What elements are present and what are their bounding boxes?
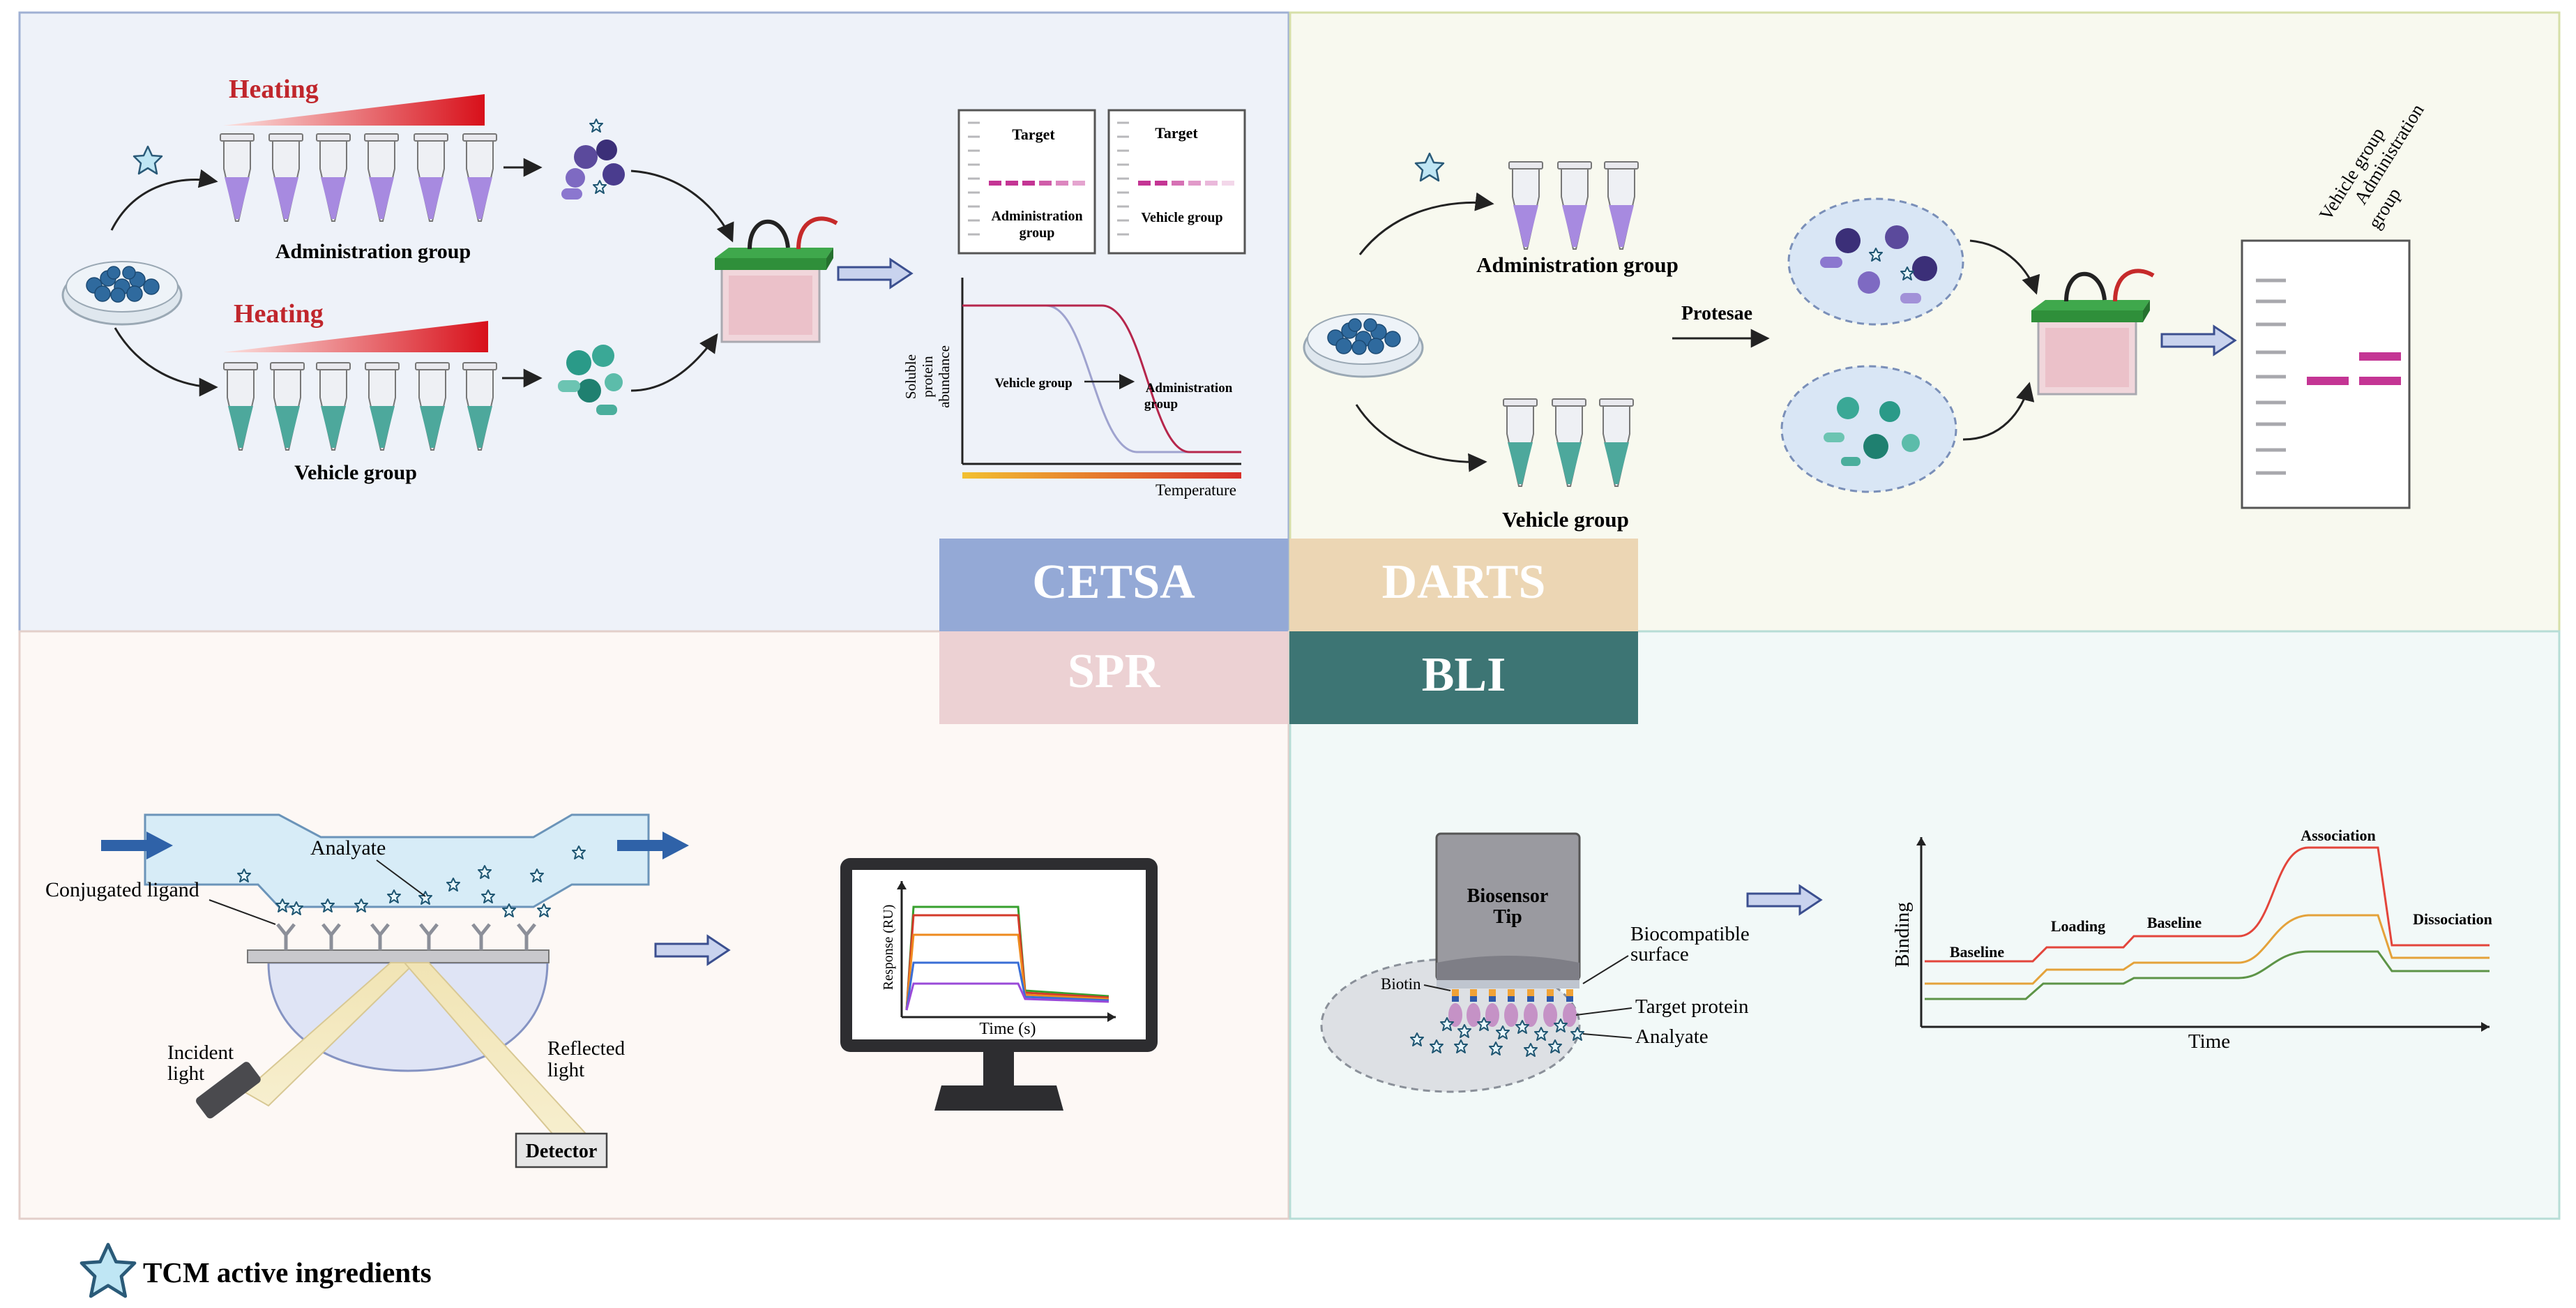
administration-curve	[962, 304, 1241, 453]
darts-admin-tubes	[1508, 161, 1639, 250]
bli-analyte-label: Analyate	[1635, 1025, 1709, 1048]
bli-curve-green	[1925, 950, 2490, 1000]
sensor-chip	[247, 949, 550, 963]
darts-vehicle-group: Vehicle group	[1502, 507, 1629, 532]
detector-box	[515, 1132, 608, 1168]
cetsa-administration-group: Administration group	[275, 240, 471, 263]
heating-gradient-bottom	[223, 321, 488, 352]
phase-baseline-1: Baseline	[1950, 943, 2004, 961]
curve-admin-label-1: Administration	[1146, 381, 1233, 396]
darts-section: Administration group Vehicle group Prote…	[1303, 100, 2428, 532]
incident-label-1: Incident	[167, 1042, 234, 1064]
curve-vehicle-label: Vehicle group	[994, 376, 1072, 391]
phase-baseline-2: Baseline	[2147, 914, 2202, 931]
curve-xlabel: Temperature	[1156, 481, 1236, 499]
outflow-arrow	[617, 832, 689, 859]
surface-label-2: surface	[1630, 943, 1689, 965]
phase-association: Association	[2301, 827, 2376, 844]
blot-administration: Target Administration group	[957, 109, 1096, 255]
sensorgram: Response (RU) Time (s)	[881, 881, 1116, 1038]
bli-section: Biosensor Tip Biotin Biocompatible surfa…	[1320, 827, 2492, 1093]
spr-section: Detector Analyate Conjugated ligand Inci…	[45, 813, 1158, 1168]
bli-label-box	[1289, 631, 1638, 724]
digested-protein-bubble	[1780, 365, 1957, 493]
spr-analyte-label: Analyate	[310, 836, 386, 859]
reflected-label-2: light	[547, 1059, 584, 1081]
incident-label-2: light	[167, 1062, 204, 1085]
vehicle-curve	[962, 304, 1241, 453]
blot-vehicle: Target Vehicle group	[1107, 109, 1246, 255]
temperature-gradient-bar	[962, 472, 1241, 479]
darts-protease: Protesae	[1681, 303, 1752, 324]
admin-band-upper	[2359, 352, 2401, 361]
sensorgram-xlabel: Time (s)	[979, 1020, 1036, 1038]
reflected-label-1: Reflected	[547, 1037, 626, 1060]
heating-bottom: Heating	[234, 299, 324, 329]
cetsa-label: CETSA	[1032, 555, 1195, 609]
flow-cell	[144, 813, 650, 908]
heating-top: Heating	[229, 75, 319, 104]
cetsa-label-box	[939, 539, 1288, 631]
cetsa-panel	[18, 11, 1290, 633]
bli-tip-label-1: Biosensor	[1467, 885, 1549, 907]
bli-label: BLI	[1422, 648, 1506, 702]
bli-ylabel: Binding	[1891, 902, 1914, 967]
blot-target-1: Target	[1012, 126, 1055, 143]
cetsa-section: Heating Administration group Heating Veh…	[61, 75, 1246, 499]
target-protein-label: Target protein	[1635, 995, 1749, 1018]
protected-protein-bubble	[1787, 197, 1964, 326]
conjugated-ligands	[276, 923, 536, 950]
heating-gradient-top	[223, 94, 485, 126]
spr-label-box	[939, 631, 1288, 724]
blot-group-2: Vehicle group	[1141, 210, 1222, 225]
surface-label-1: Biocompatible	[1630, 923, 1750, 945]
biotin-streptavidin-targets	[1410, 989, 1584, 1057]
cetsa-vehicle-group: Vehicle group	[294, 461, 417, 484]
curve-admin-label-2: group	[1144, 397, 1178, 412]
bli-curve-orange	[1925, 914, 2490, 985]
legend-star-icon	[82, 1245, 135, 1296]
darts-administration-group: Administration group	[1476, 253, 1679, 277]
bli-curve-red	[1925, 846, 2490, 963]
spr-label: SPR	[1068, 645, 1161, 698]
curve-ylabel-2: protein	[919, 356, 936, 398]
conjugated-ligand-label: Conjugated ligand	[45, 878, 199, 901]
admin-band-lower	[2359, 377, 2401, 385]
legend-text: TCM active ingredients	[143, 1256, 432, 1288]
bli-xlabel: Time	[2188, 1030, 2230, 1053]
darts-vehicle-tubes	[1503, 398, 1634, 487]
curve-ylabel-1: Soluble	[902, 354, 919, 399]
bli-binding-plot: Binding Time Baseline Loading Baseline A…	[1891, 827, 2492, 1053]
legend: TCM active ingredients	[82, 1245, 432, 1296]
darts-label: DARTS	[1382, 555, 1546, 609]
darts-cell-dish	[1303, 313, 1424, 378]
darts-label-box	[1289, 539, 1638, 631]
aggregated-proteins-admin	[561, 119, 625, 200]
inflow-arrow	[101, 832, 173, 859]
biotin-label: Biotin	[1381, 975, 1421, 993]
bli-tip-label-2: Tip	[1493, 906, 1522, 928]
phase-dissociation: Dissociation	[2413, 910, 2492, 928]
cell-dish	[61, 260, 183, 326]
light-source	[196, 1062, 261, 1119]
vehicle-band	[2307, 377, 2349, 385]
phase-loading: Loading	[2051, 917, 2105, 935]
soluble-proteins-vehicle	[558, 345, 623, 415]
blot-target-2: Target	[1155, 124, 1198, 142]
sensorgram-ylabel: Response (RU)	[881, 905, 896, 991]
blot-group-1a: Administration	[991, 209, 1082, 224]
curve-ylabel-3: abundance	[936, 345, 953, 408]
melting-curve-plot: Soluble protein abundance Vehicle group …	[902, 278, 1241, 499]
detector-label: Detector	[526, 1141, 598, 1162]
blot-group-1b: group	[1020, 225, 1055, 241]
